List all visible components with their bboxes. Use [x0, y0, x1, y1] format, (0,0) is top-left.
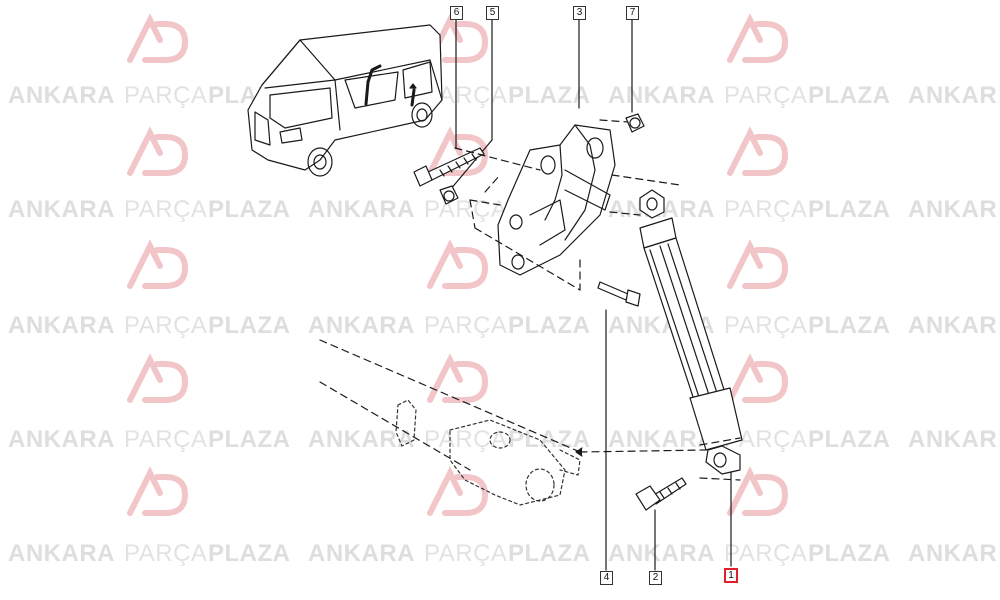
- callout-5[interactable]: 5: [486, 6, 499, 20]
- bolt-long: [413, 147, 485, 187]
- watermark-logo: [727, 466, 789, 516]
- watermark-logo: [427, 126, 489, 176]
- watermark-logo: [127, 353, 189, 403]
- callout-2[interactable]: 2: [649, 571, 662, 585]
- watermark-word: PLAZA: [208, 426, 291, 453]
- watermark-word: PLAZA: [808, 426, 891, 453]
- watermark-word: PLAZA: [508, 312, 591, 339]
- watermark-logo: [127, 239, 189, 289]
- watermark-word: ANKARA: [308, 312, 415, 339]
- nut-5: [439, 185, 459, 205]
- watermark-logo: [427, 353, 489, 403]
- watermark-word: ANKARA: [608, 82, 715, 109]
- callout-6[interactable]: 6: [450, 6, 463, 20]
- watermark-word: PARÇA: [424, 426, 508, 453]
- watermark-word: PARÇA: [724, 312, 808, 339]
- watermark-word: ANKARA: [308, 196, 415, 223]
- watermark-word: PLAZA: [808, 196, 891, 223]
- watermark-word: ANKARA: [308, 540, 415, 567]
- van-illustration: [247, 24, 443, 177]
- watermark-word: PLAZA: [808, 82, 891, 109]
- watermark-word: ANKARA: [8, 426, 115, 453]
- callout-1-selected[interactable]: 1: [724, 568, 738, 583]
- watermark-word: PARÇA: [424, 196, 508, 223]
- watermark-word: PARÇA: [124, 426, 208, 453]
- watermark-word: ANKARA: [8, 82, 115, 109]
- watermark-word: PARÇA: [124, 540, 208, 567]
- watermark-logo: [427, 239, 489, 289]
- watermark-word: ANKARA: [8, 540, 115, 567]
- watermark-word: PLAZA: [508, 82, 591, 109]
- watermark-word: ANKAR: [908, 426, 998, 453]
- callout-3[interactable]: 3: [573, 6, 586, 20]
- watermark-row: ANKARA PARÇA PLAZA ANKARA PARÇA PLAZA AN…: [0, 312, 1000, 342]
- watermark-word: ANKAR: [908, 540, 998, 567]
- nut-7: [625, 113, 645, 133]
- watermark-logo: [727, 126, 789, 176]
- watermark-word: PLAZA: [808, 540, 891, 567]
- watermark-logo: [427, 466, 489, 516]
- watermark-word: PLAZA: [808, 312, 891, 339]
- shock-absorber: [639, 189, 743, 475]
- watermark-row: ANKARA PARÇA PLAZA ANKARA PARÇA PLAZA AN…: [0, 540, 1000, 570]
- watermark-row: ANKARA PARÇA PLAZA ANKARA PARÇA PLAZA AN…: [0, 426, 1000, 456]
- watermark-logo: [127, 126, 189, 176]
- watermark-word: PARÇA: [124, 312, 208, 339]
- watermark-word: PARÇA: [124, 196, 208, 223]
- rear-axle-outline: [395, 399, 581, 506]
- watermark-word: ANKAR: [908, 82, 998, 109]
- watermark-word: ANKARA: [608, 426, 715, 453]
- bolt-2: [635, 477, 687, 511]
- watermark-word: PARÇA: [724, 196, 808, 223]
- bracket: [497, 124, 616, 276]
- watermark-word: ANKARA: [308, 426, 415, 453]
- bolt-4: [597, 281, 641, 307]
- watermark-word: PARÇA: [424, 540, 508, 567]
- watermark-word: PARÇA: [424, 312, 508, 339]
- watermark-logo: [727, 239, 789, 289]
- watermark-logo: [727, 353, 789, 403]
- watermark-word: ANKARA: [608, 540, 715, 567]
- watermark-logo: [127, 466, 189, 516]
- watermark-word: PLAZA: [508, 426, 591, 453]
- watermark-word: ANKARA: [8, 196, 115, 223]
- watermark-word: PLAZA: [208, 312, 291, 339]
- watermark-logo: [127, 13, 189, 63]
- watermark-word: PARÇA: [724, 540, 808, 567]
- watermark-word: PARÇA: [124, 82, 208, 109]
- watermark-word: ANKARA: [8, 312, 115, 339]
- watermark-word: PLAZA: [208, 540, 291, 567]
- callout-4[interactable]: 4: [600, 571, 613, 585]
- watermark-word: PLAZA: [508, 540, 591, 567]
- watermark-logo: [727, 13, 789, 63]
- watermark-word: ANKAR: [908, 312, 998, 339]
- watermark-word: PLAZA: [208, 196, 291, 223]
- watermark-word: ANKAR: [908, 196, 998, 223]
- callout-7[interactable]: 7: [626, 6, 639, 20]
- watermark-word: PARÇA: [724, 82, 808, 109]
